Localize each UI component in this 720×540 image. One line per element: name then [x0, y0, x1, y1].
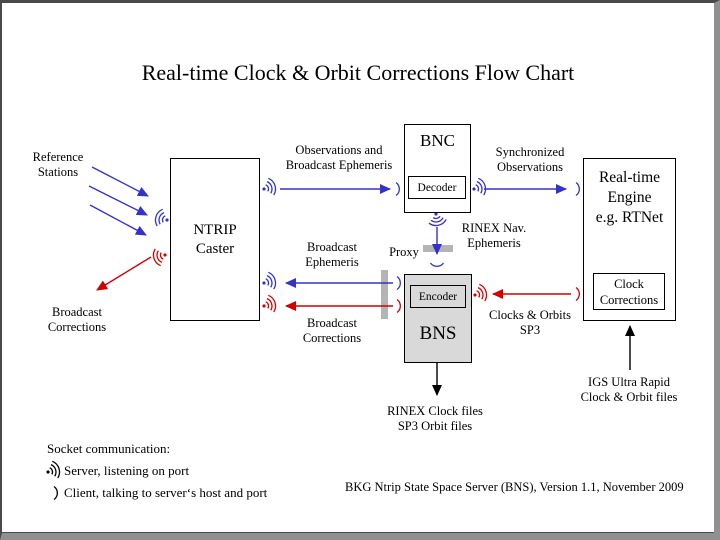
- encoder-box: Encoder: [410, 285, 466, 308]
- realtime-engine-label: Real-time Engine e.g. RTNet: [595, 169, 664, 226]
- proxy-bar-vertical: [381, 270, 388, 319]
- server-icon: [259, 293, 279, 316]
- server-icon: [150, 245, 170, 268]
- label-broadcast-corrections-mid: Broadcast Corrections: [302, 316, 362, 345]
- server-icon: [259, 270, 279, 293]
- legend-server-text: Server, listening on port: [64, 463, 190, 478]
- footer-caption: BKG Ntrip State Space Server (BNS), Vers…: [345, 480, 684, 494]
- client-icon: [575, 181, 580, 197]
- ntrip-caster-box: [170, 158, 260, 321]
- ntrip-caster-label: NTRIP Caster: [193, 221, 237, 257]
- label-rinex-nav-ephemeris: RINEX Nav. Ephemeris: [461, 221, 527, 250]
- clock-corrections-box: Clock Corrections: [593, 273, 665, 310]
- legend-title: Socket communication:: [47, 441, 171, 456]
- label-reference-stations: Reference Stations: [32, 150, 84, 179]
- legend-client-text: Client, talking to server‘s host and por…: [64, 485, 268, 500]
- bnc-box: BNC: [404, 124, 471, 213]
- arrow-refstation-2: [88, 185, 148, 216]
- legend-client-icon: [53, 485, 58, 501]
- label-clocks-orbits-sp3: Clocks & Orbits SP3: [489, 308, 571, 337]
- legend-server-icon: [43, 459, 63, 482]
- server-icon: [470, 282, 490, 305]
- label-observations-ephemeris: Observations and Broadcast Ephemeris: [285, 143, 393, 172]
- page-title: Real-time Clock & Orbit Corrections Flow…: [141, 60, 575, 85]
- label-synchronized-observations: Synchronized Observations: [495, 145, 565, 174]
- bns-title: BNS: [419, 323, 457, 344]
- client-icon: [429, 262, 445, 267]
- decoder-box: Decoder: [408, 176, 466, 199]
- label-proxy: Proxy: [389, 245, 419, 259]
- label-rinex-clock-files: RINEX Clock files SP3 Orbit files: [387, 404, 483, 433]
- client-icon: [396, 298, 401, 314]
- label-broadcast-corrections-left: Broadcast Corrections: [47, 305, 107, 334]
- arrow-broadcast-corrections-out: [96, 256, 152, 291]
- bnc-title: BNC: [420, 131, 455, 150]
- server-icon: [469, 176, 489, 199]
- arrow-refstation-3: [89, 204, 147, 236]
- server-icon: [259, 176, 279, 199]
- client-icon: [395, 181, 400, 197]
- label-broadcast-ephemeris: Broadcast Ephemeris: [305, 240, 359, 269]
- client-icon: [575, 286, 580, 302]
- proxy-bar-horizontal: [423, 245, 453, 252]
- label-igs-ultra-rapid: IGS Ultra Rapid Clock & Orbit files: [580, 375, 678, 404]
- server-icon: [152, 207, 172, 230]
- client-icon: [396, 275, 401, 291]
- server-icon: [426, 209, 448, 228]
